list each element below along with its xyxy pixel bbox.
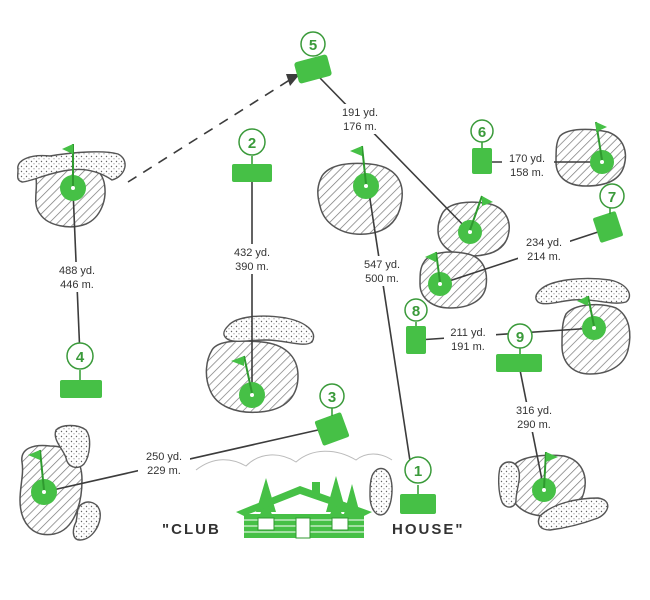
- flag-icon: [28, 450, 40, 460]
- clubhouse-label-left: "CLUB: [162, 521, 221, 538]
- flag-icon: [350, 146, 362, 156]
- clubhouse-window: [331, 517, 349, 531]
- bunkers: [16, 151, 631, 541]
- flag-icon: [482, 196, 493, 206]
- clubhouse[interactable]: "CLUB HOUSE": [162, 450, 464, 539]
- pin-hole-6: [590, 121, 614, 174]
- flag-icon: [546, 452, 558, 462]
- hole-7-yards: 234 yd.: [526, 237, 562, 249]
- flag-icon: [231, 356, 244, 366]
- tee-hole-1[interactable]: 1: [400, 456, 436, 514]
- tee-number-7: 7: [608, 189, 616, 206]
- bunker: [497, 461, 521, 508]
- flag-icon: [425, 252, 436, 262]
- bunker: [72, 501, 101, 541]
- fairway-line-hole-5: [319, 77, 471, 233]
- bunker: [535, 277, 631, 305]
- fairway-line-hole-1: [367, 185, 413, 475]
- flag-icon: [62, 144, 73, 154]
- hole-1-meters: 500 m.: [365, 273, 399, 285]
- tee-number-6: 6: [478, 124, 486, 141]
- pin-hole-9: [532, 451, 558, 502]
- pin-hole-2: [231, 355, 265, 408]
- bunker: [223, 315, 315, 345]
- clubhouse-label-right: HOUSE": [392, 521, 464, 538]
- green-hole-6: [555, 128, 627, 187]
- hole-2-meters: 390 m.: [235, 261, 269, 273]
- tees: 1 2 3 4 5: [60, 31, 625, 514]
- tee-hole-6[interactable]: 6: [470, 119, 494, 174]
- walk-arrow-icon: [286, 74, 300, 86]
- tee-number-2: 2: [248, 135, 256, 152]
- flag-icon: [577, 296, 588, 306]
- hole-1-yards: 547 yd.: [364, 259, 400, 271]
- tee-hole-9[interactable]: 9: [496, 323, 542, 372]
- tee-number-9: 9: [516, 329, 524, 346]
- hole-2-yards: 432 yd.: [234, 247, 270, 259]
- tee-number-8: 8: [412, 303, 420, 320]
- clubhouse-chimney: [312, 482, 320, 496]
- tee-number-1: 1: [414, 463, 422, 480]
- hole-6-yards: 170 yd.: [509, 153, 545, 165]
- hole-8-yards: 211 yd.: [450, 327, 485, 339]
- pin-hole-5: [458, 195, 493, 244]
- pin-hole-3: [28, 449, 57, 505]
- tee-number-4: 4: [76, 349, 85, 366]
- tee-hole-8[interactable]: 8: [404, 298, 428, 354]
- bunker: [16, 151, 126, 183]
- hole-9-yards: 316 yd.: [516, 405, 552, 417]
- hole-7-meters: 214 m.: [527, 251, 561, 263]
- flag-icon: [596, 122, 607, 132]
- pin-hole-7: [425, 251, 452, 296]
- hole-3-meters: 229 m.: [147, 465, 181, 477]
- tee-hole-5[interactable]: 5: [294, 31, 333, 84]
- dashed-walk-line: [127, 75, 297, 183]
- hole-4-yards: 488 yd.: [59, 265, 95, 277]
- tee-number-5: 5: [309, 37, 317, 54]
- bunker: [54, 424, 91, 469]
- hole-9-meters: 290 m.: [517, 419, 551, 431]
- clubhouse-door: [295, 517, 311, 539]
- tee-hole-7[interactable]: 7: [593, 183, 625, 243]
- pin-hole-4: [60, 144, 86, 201]
- tee-hole-2[interactable]: 2: [232, 128, 272, 182]
- clubhouse-hills: [195, 450, 393, 471]
- pin-hole-1: [350, 145, 379, 199]
- pins: [28, 121, 614, 505]
- hole-8-meters: 191 m.: [451, 341, 485, 353]
- clubhouse-roof: [236, 486, 372, 516]
- bunker: [369, 467, 393, 516]
- tee-number-3: 3: [328, 389, 336, 406]
- hole-6-meters: 158 m.: [510, 167, 544, 179]
- distance-labels: 488 yd. 446 m. 432 yd. 390 m. 250 yd. 22…: [50, 104, 570, 478]
- green-hole-1: [317, 162, 403, 235]
- tee-hole-3[interactable]: 3: [314, 383, 350, 446]
- hole-5-meters: 176 m.: [343, 121, 377, 133]
- clubhouse-window: [257, 517, 275, 531]
- hole-5-yards: 191 yd.: [342, 107, 378, 119]
- hole-4-meters: 446 m.: [60, 279, 94, 291]
- tee-hole-4[interactable]: 4: [60, 342, 102, 398]
- hole-3-yards: 250 yd.: [146, 451, 182, 463]
- pin-hole-8: [577, 295, 606, 340]
- bunker: [537, 497, 609, 531]
